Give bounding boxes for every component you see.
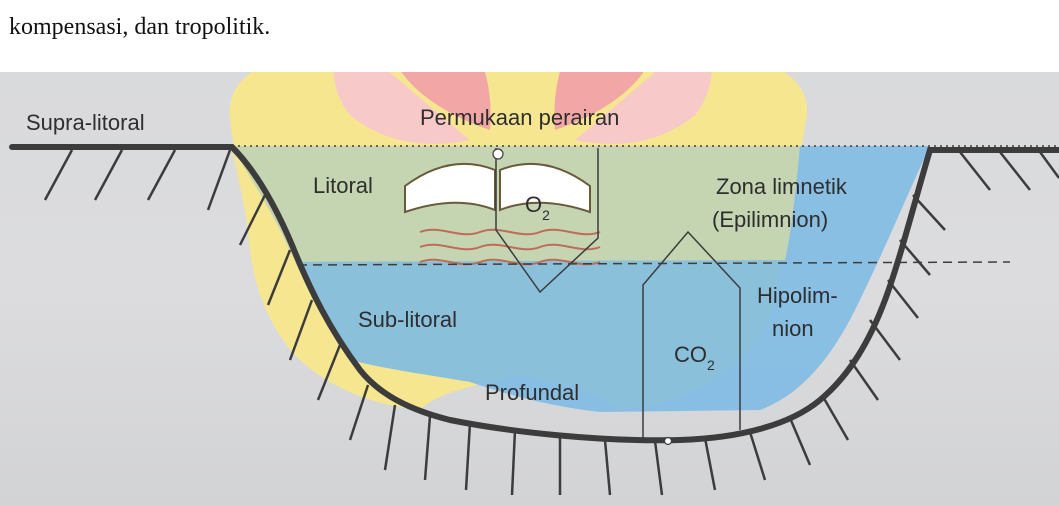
label-profundal: Profundal	[485, 380, 579, 405]
label-litoral: Litoral	[313, 173, 373, 198]
label-supra-litoral: Supra-litoral	[26, 110, 145, 135]
label-zona-limnetik: Zona limnetik	[716, 174, 848, 199]
label-hipolimnion-1: Hipolim-	[757, 283, 838, 308]
diagram-svg: Supra-litoral Permukaan perairan Litoral…	[0, 72, 1059, 505]
label-hipolimnion-2: nion	[772, 316, 814, 341]
label-sub-litoral: Sub-litoral	[358, 307, 457, 332]
label-permukaan-perairan: Permukaan perairan	[420, 105, 619, 130]
lake-zonation-diagram: Supra-litoral Permukaan perairan Litoral…	[0, 72, 1059, 505]
label-epilimnion: (Epilimnion)	[712, 207, 828, 232]
intro-text: kompensasi, dan tropolitik.	[9, 14, 270, 41]
